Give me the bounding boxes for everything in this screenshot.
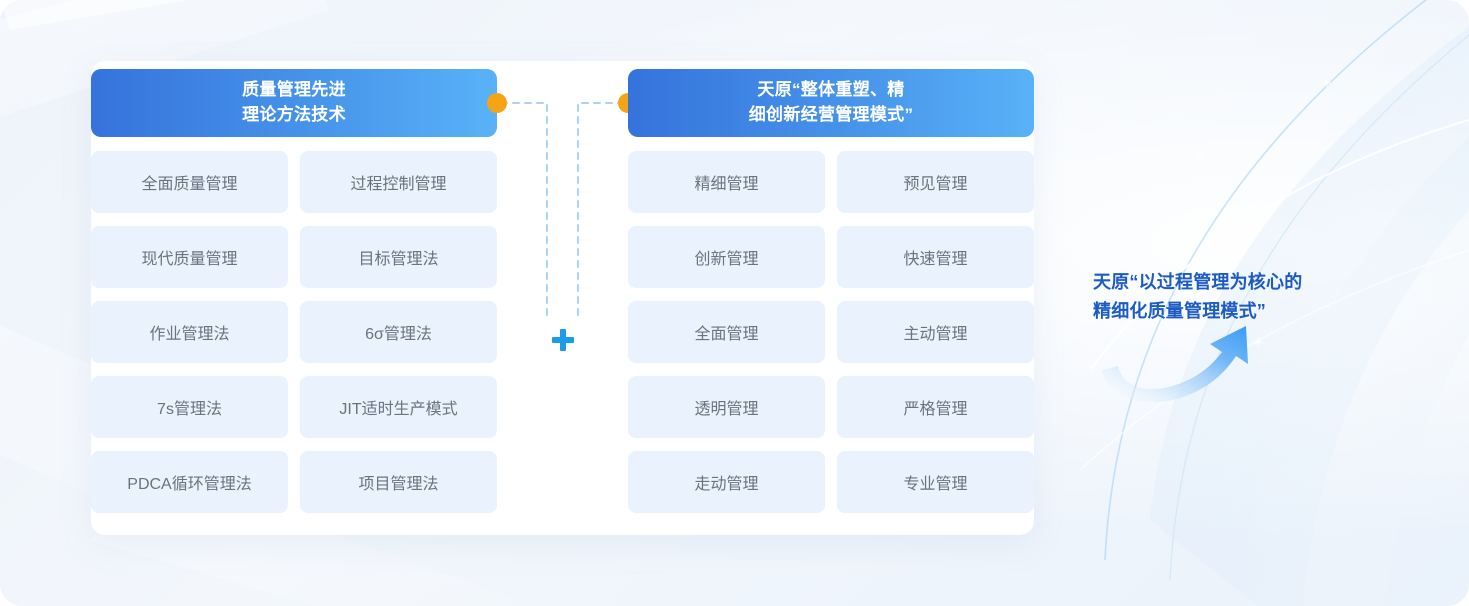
sparkle-glint	[1196, 152, 1203, 159]
conclusion-text: 天原“以过程管理为核心的 精细化质量管理模式”	[1093, 268, 1393, 326]
sparkle-glint	[1322, 78, 1331, 87]
curved-arrow-icon	[1096, 322, 1276, 412]
cell-item[interactable]: 主动管理	[837, 301, 1034, 363]
cell-item[interactable]: 项目管理法	[300, 451, 497, 513]
cell-item[interactable]: 目标管理法	[300, 226, 497, 288]
content-card: 质量管理先进 理论方法技术 全面质量管理 过程控制管理 现代质量管理 目标管理法…	[91, 61, 1034, 535]
panel-right-header-line-1: 天原“整体重塑、精	[757, 80, 905, 100]
plus-operator-badge	[537, 314, 588, 365]
panel-connector	[487, 69, 638, 489]
curved-arrow-svg	[1102, 326, 1248, 403]
cell-item[interactable]: 精细管理	[628, 151, 825, 213]
panel-left-header-line-2: 理论方法技术	[242, 105, 346, 124]
conclusion-line-2: 精细化质量管理模式”	[1093, 301, 1266, 322]
panel-left-header-line-1: 质量管理先进	[242, 80, 346, 100]
panel-right-header-line-2: 细创新经营管理模式”	[748, 105, 914, 124]
cell-item[interactable]: 过程控制管理	[300, 151, 497, 213]
cell-item[interactable]: 全面质量管理	[91, 151, 288, 213]
cell-item[interactable]: 作业管理法	[91, 301, 288, 363]
plus-icon-vertical	[559, 328, 566, 351]
connector-dashed-lines	[500, 102, 625, 355]
cell-item[interactable]: PDCA循环管理法	[91, 451, 288, 513]
cell-item[interactable]: 预见管理	[837, 151, 1034, 213]
cell-item[interactable]: 严格管理	[837, 376, 1034, 438]
cell-item[interactable]: 透明管理	[628, 376, 825, 438]
panel-left-grid: 全面质量管理 过程控制管理 现代质量管理 目标管理法 作业管理法 6σ管理法 7…	[91, 151, 497, 513]
sparkle-glint	[1252, 336, 1263, 347]
cell-item[interactable]: 7s管理法	[91, 376, 288, 438]
panel-tianyuan-model: 天原“整体重塑、精 细创新经营管理模式” 精细管理 预见管理 创新管理 快速管理…	[628, 69, 1034, 513]
cell-item[interactable]: 专业管理	[837, 451, 1034, 513]
panel-quality-theories: 质量管理先进 理论方法技术 全面质量管理 过程控制管理 现代质量管理 目标管理法…	[91, 69, 497, 513]
cell-item[interactable]: 现代质量管理	[91, 226, 288, 288]
cell-item[interactable]: 走动管理	[628, 451, 825, 513]
panel-right-grid: 精细管理 预见管理 创新管理 快速管理 全面管理 主动管理 透明管理 严格管理 …	[628, 151, 1034, 513]
cell-item[interactable]: JIT适时生产模式	[300, 376, 497, 438]
cell-item[interactable]: 创新管理	[628, 226, 825, 288]
cell-item[interactable]: 全面管理	[628, 301, 825, 363]
cell-item[interactable]: 6σ管理法	[300, 301, 497, 363]
panel-right-header: 天原“整体重塑、精 细创新经营管理模式”	[628, 69, 1034, 137]
plus-icon	[551, 336, 574, 343]
conclusion-line-1: 天原“以过程管理为核心的	[1093, 272, 1303, 292]
panel-left-header: 质量管理先进 理论方法技术	[91, 69, 497, 137]
cell-item[interactable]: 快速管理	[837, 226, 1034, 288]
